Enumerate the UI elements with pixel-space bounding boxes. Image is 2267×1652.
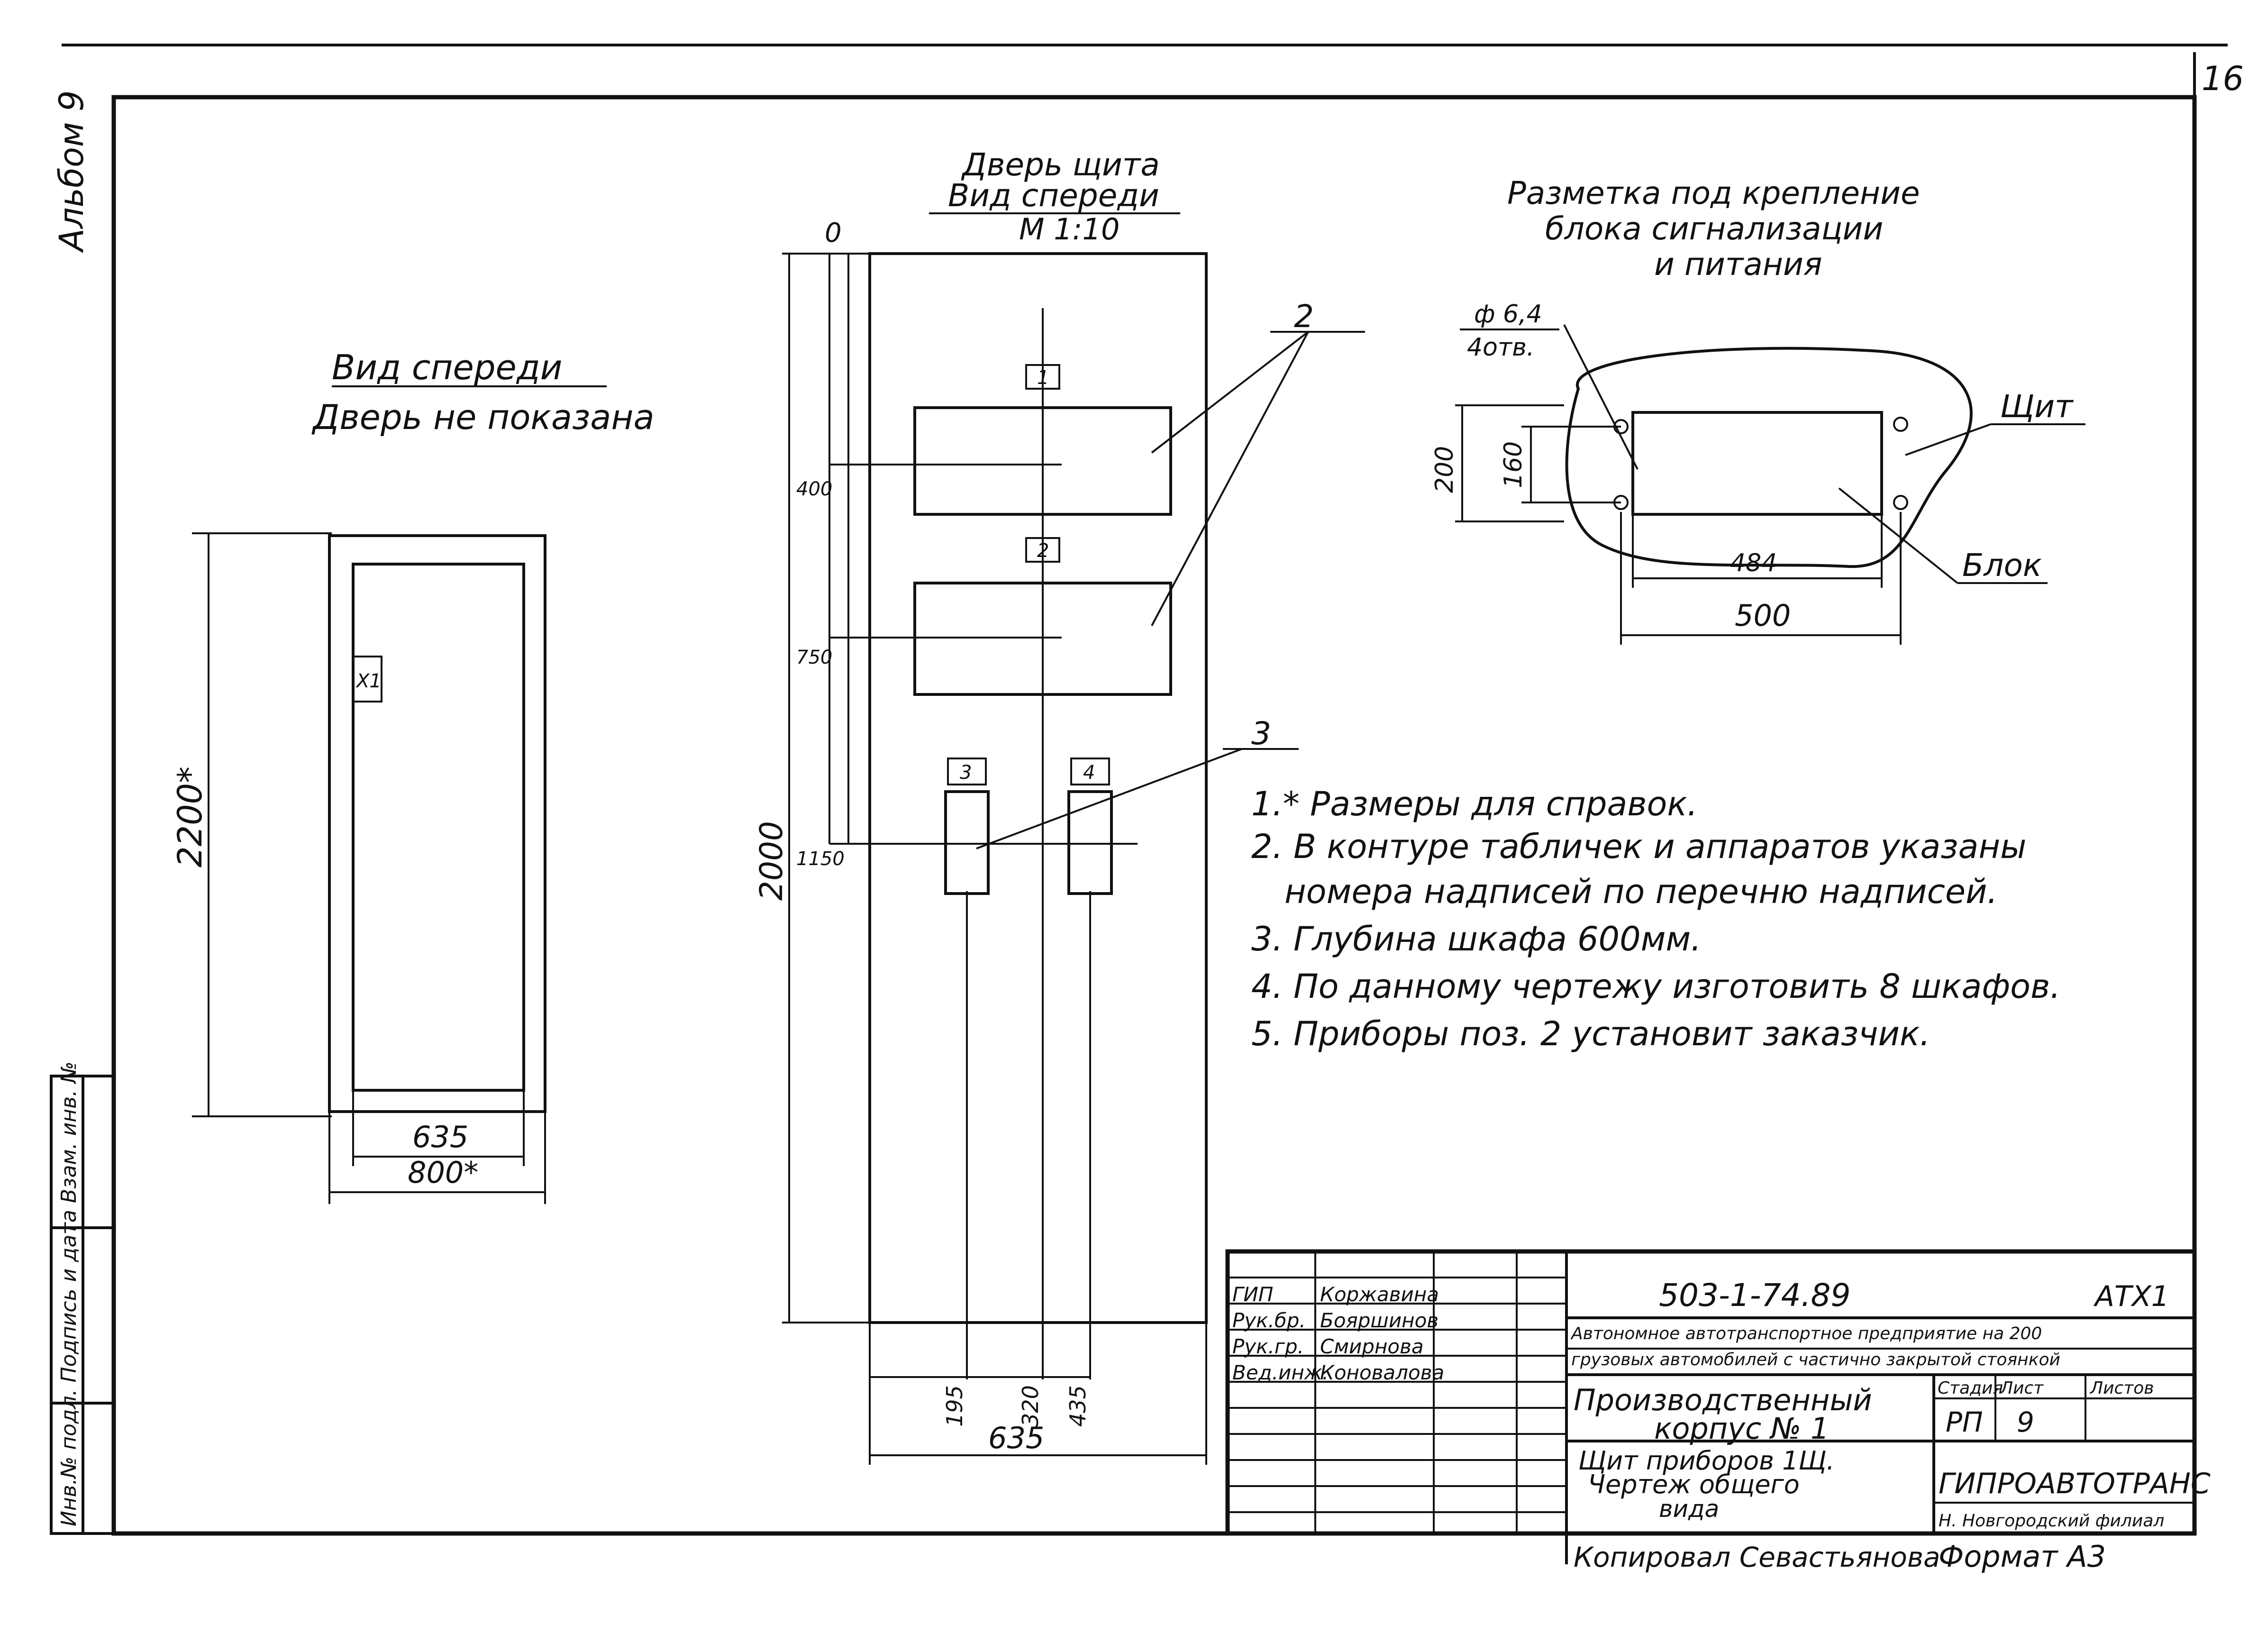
plate-pos-3-label: 3 <box>960 762 972 784</box>
building-line-1: Производственный <box>1574 1383 1872 1417</box>
title-block-frame <box>1225 1249 2197 1536</box>
building-line-2: корпус № 1 <box>1654 1411 1829 1446</box>
plate-pos-2 <box>1025 537 1060 563</box>
left-stamp-text: Инв.№ подл. Подпись и дата Взам. инв. № <box>57 1061 81 1526</box>
dim-inner-width-label: 635 <box>412 1120 468 1154</box>
sheet-title-line-3: вида <box>1659 1495 1719 1523</box>
plate-pos-1 <box>1025 364 1060 390</box>
signer-role-3: Рук.гр. <box>1232 1335 1304 1358</box>
block-label-leader <box>1838 487 1958 584</box>
dim-400-label: 400 <box>796 478 832 500</box>
hole-callout-leader <box>1563 324 1639 470</box>
front-view-subtitle: Дверь не показана <box>311 397 655 437</box>
panel-label: Щит <box>2000 388 2074 425</box>
dim-outer-width-label: 800* <box>408 1155 478 1190</box>
sheet-number: 16 <box>2202 59 2244 98</box>
front-view-no-door: Вид спереди Дверь не показана X1 2200* 6… <box>171 347 655 1204</box>
dim-origin-label: 0 <box>825 218 842 248</box>
dim-635-door-label: 635 <box>988 1421 1044 1455</box>
plate-pos-1-label: 1 <box>1037 367 1049 389</box>
cabinet-outline <box>328 534 546 1113</box>
col-sheets: Листов <box>2089 1378 2154 1398</box>
plate-pos-4 <box>1070 758 1110 785</box>
mounting-title-2: блока сигнализации <box>1545 210 1883 247</box>
sheet-no-value: 9 <box>2017 1406 2034 1438</box>
hole-top-right <box>1893 417 1908 432</box>
callout-2-leader-a <box>1151 331 1309 454</box>
callout-3-leader <box>976 748 1242 849</box>
dim-484-label: 484 <box>1730 549 1777 577</box>
panel-label-leader <box>1905 423 1991 456</box>
plate-pos-2-label: 2 <box>1037 540 1049 562</box>
plate-pos-3 <box>947 758 987 785</box>
door-view: Дверь щита Вид спереди М 1:10 1 2 3 4 0 … <box>753 146 1365 1465</box>
door-view-scale: М 1:10 <box>1019 212 1120 246</box>
hole-count-label: 4отв. <box>1467 333 1534 362</box>
door-outline <box>868 252 1208 1324</box>
terminal-x1-box <box>352 656 382 703</box>
title-block: ГИП Коржавина Рук.бр. Бояршинов Рук.гр. … <box>1225 1249 2211 1536</box>
note-2: 2. В контуре табличек и аппаратов указан… <box>1251 827 2026 866</box>
note-4: 4. По данному чертежу изготовить 8 шкафо… <box>1251 967 2060 1006</box>
door-view-title: Дверь щита <box>961 146 1160 183</box>
paper-format: Формат А3 <box>1939 1539 2106 1574</box>
project-line-1: Автономное автотранспортное предприятие … <box>1570 1324 2042 1343</box>
dim-160-label: 160 <box>1499 441 1528 488</box>
dim-750-label: 750 <box>796 647 832 668</box>
note-5: 5. Приборы поз. 2 установит заказчик. <box>1251 1014 1930 1053</box>
col-stage: Стадия <box>1938 1378 2003 1398</box>
terminal-x1-label: X1 <box>355 670 382 692</box>
mounting-layout: Разметка под крепление блока сигнализаци… <box>1430 175 2085 645</box>
doc-code: 503-1-74.89 <box>1659 1277 1851 1314</box>
org-branch: Н. Новгородский филиал <box>1939 1511 2164 1531</box>
signer-name-1: Коржавина <box>1320 1283 1439 1306</box>
block-label: Блок <box>1962 547 2042 584</box>
plate-pos-4-label: 4 <box>1083 762 1095 784</box>
stage-value: РП <box>1946 1406 1983 1438</box>
door-view-subtitle: Вид спереди <box>948 177 1159 214</box>
device-pos-3 <box>944 790 990 895</box>
hole-diameter-label: ф 6,4 <box>1474 300 1542 329</box>
instrument-window-1 <box>913 406 1172 516</box>
dim-height-label: 2200* <box>171 767 209 867</box>
album-label: Альбом 9 <box>52 91 91 253</box>
sheet-title-line-2: Чертеж общего <box>1588 1469 1800 1499</box>
block-outline <box>1631 411 1883 516</box>
signer-name-2: Бояршинов <box>1320 1309 1438 1332</box>
dim-1150-label: 1150 <box>796 848 845 870</box>
project-line-2: грузовых автомобилей с частично закрытой… <box>1571 1350 2060 1369</box>
signer-name-4: Коновалова <box>1320 1361 1444 1384</box>
dim-500-label: 500 <box>1735 598 1791 633</box>
instrument-window-2 <box>913 582 1172 696</box>
signer-role-4: Вед.инж. <box>1232 1361 1329 1384</box>
front-view-title: Вид спереди <box>332 347 562 387</box>
notes: 1.* Размеры для справок. 2. В контуре та… <box>1251 785 2060 1053</box>
signer-role-2: Рук.бр. <box>1232 1309 1306 1332</box>
dim-320-label: 320 <box>1018 1385 1043 1427</box>
dim-435-label: 435 <box>1065 1385 1091 1427</box>
sheet-title-line-1: Щит приборов 1Щ. <box>1578 1446 1835 1476</box>
panel-contour <box>1565 347 1973 568</box>
copied-by: Копировал Севастьянова <box>1574 1541 1940 1573</box>
callout-2-leader-b <box>1151 331 1309 626</box>
note-2-cont: номера надписей по перечню надписей. <box>1284 872 1998 911</box>
dim-2000-label: 2000 <box>753 821 790 901</box>
dim-200-label: 200 <box>1430 446 1459 493</box>
col-sheet: Лист <box>1999 1378 2044 1398</box>
callout-2-label: 2 <box>1294 298 1314 335</box>
callout-3-label: 3 <box>1251 715 1271 752</box>
cabinet-inner-panel <box>352 563 525 1092</box>
device-pos-4 <box>1067 790 1113 895</box>
note-3: 3. Глубина шкафа 600мм. <box>1251 920 1701 958</box>
org-name: ГИПРОАВТОТРАНС <box>1939 1467 2211 1500</box>
signer-name-3: Смирнова <box>1320 1335 1424 1358</box>
signer-role-1: ГИП <box>1232 1283 1273 1306</box>
note-1: 1.* Размеры для справок. <box>1251 785 1698 823</box>
dim-195-label: 195 <box>942 1385 967 1427</box>
hole-bottom-right <box>1893 495 1908 510</box>
doc-mark: АТХ1 <box>2093 1280 2169 1313</box>
mounting-title-1: Разметка под крепление <box>1507 175 1920 211</box>
mounting-title-3: и питания <box>1654 246 1822 283</box>
